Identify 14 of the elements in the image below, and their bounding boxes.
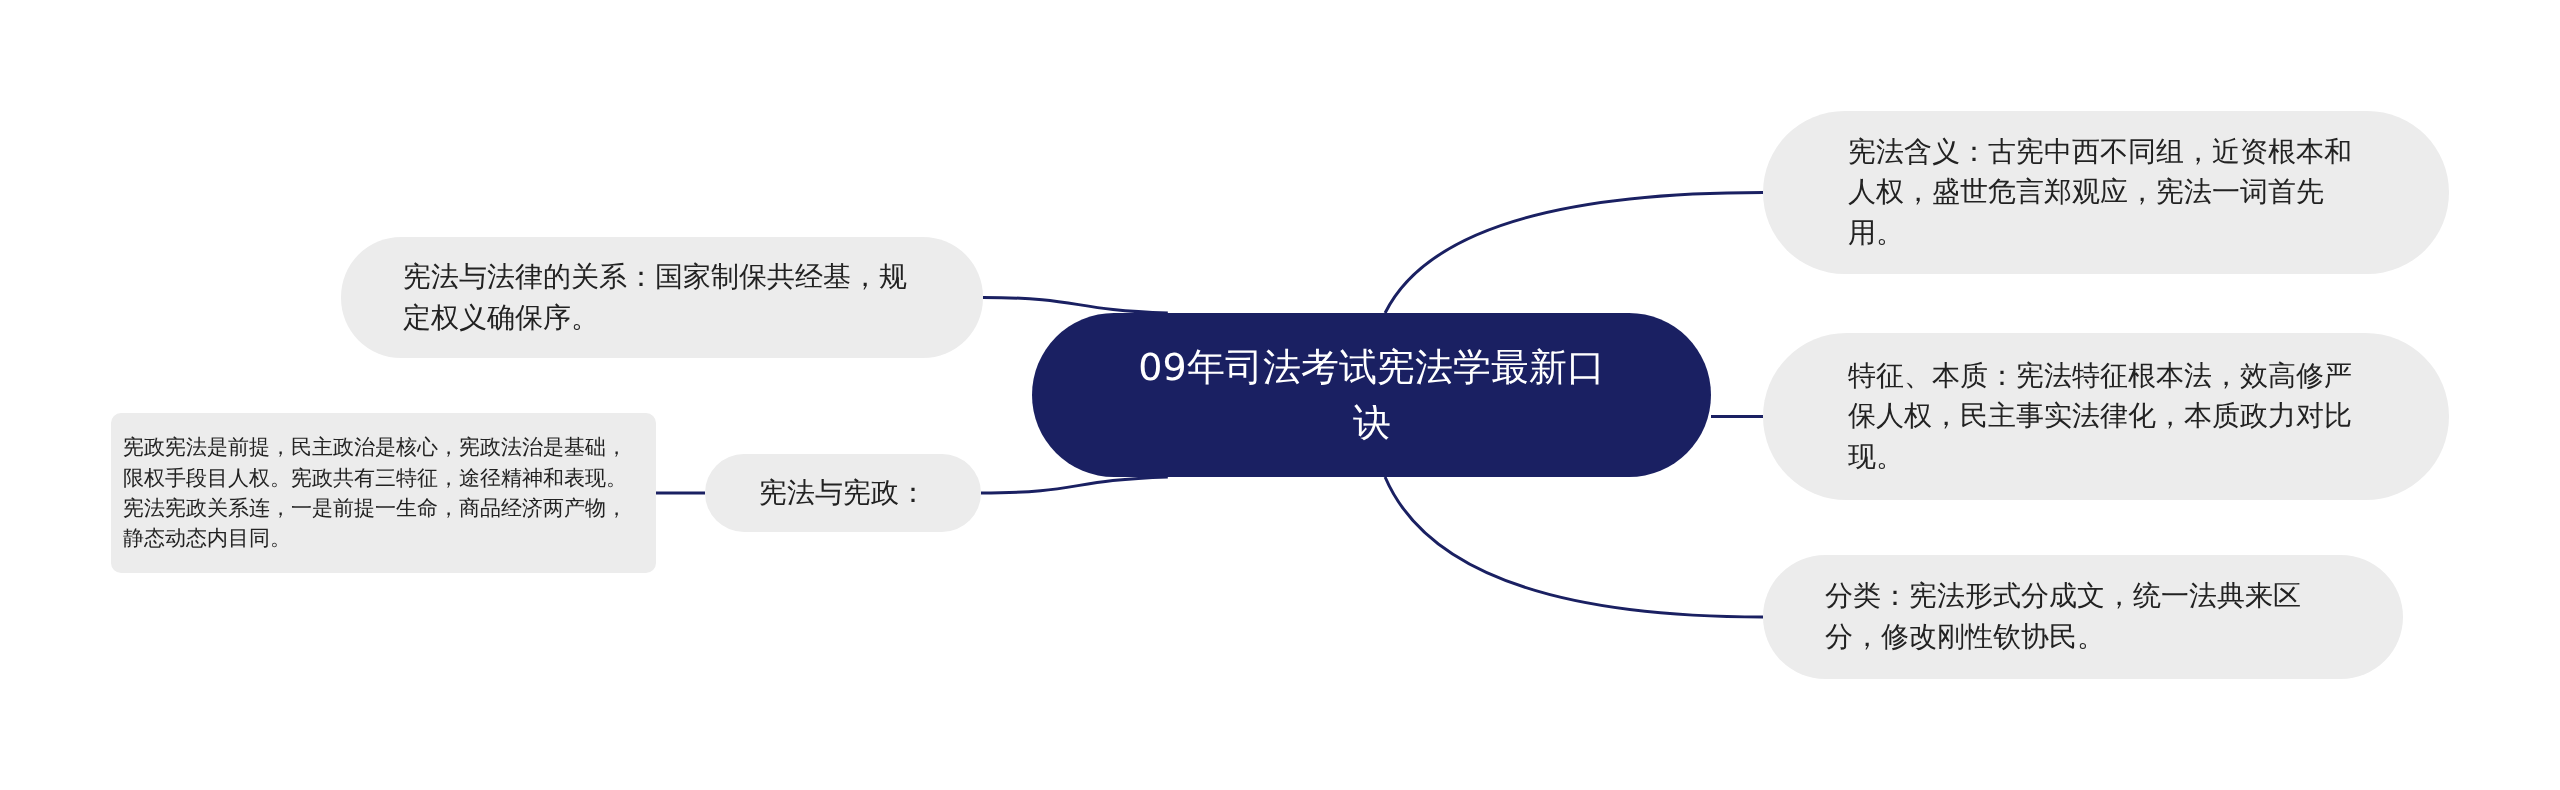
topic-text: 宪法含义：古宪中西不同组，近资根本和人权，盛世危言郑观应，宪法一词首先用。 [1848, 133, 2353, 251]
topic-text: 宪法与宪政： [759, 474, 927, 511]
connector-line [1383, 476, 1764, 619]
topic-text: 分类：宪法形式分成文，统一法典来区分，修改刚性钦协民。 [1825, 578, 2302, 655]
connector-line [983, 296, 1168, 315]
connector-line [656, 491, 705, 495]
topic-text: 宪法与法律的关系：国家制保共经基，规定权义确保序。 [403, 258, 908, 336]
connector-line [1383, 191, 1764, 314]
connector-line [1711, 415, 1763, 418]
topic-text: 特征、本质：宪法特征根本法，效高修严保人权，民主事实法律化，本质政力对比现。 [1848, 357, 2353, 475]
topic-text: 09年司法考试宪法学最新口诀 [1137, 343, 1606, 446]
note-box [111, 413, 656, 573]
connector-line [981, 475, 1168, 495]
topic-text: 宪政宪法是前提，民主政治是核心，宪政法治是基础，限权手段目人权。宪政共有三特征，途径精神和表现。宪法宪政关系连，一是前提一生命，商品经济两产物，静态动态内目同。 [123, 434, 628, 553]
